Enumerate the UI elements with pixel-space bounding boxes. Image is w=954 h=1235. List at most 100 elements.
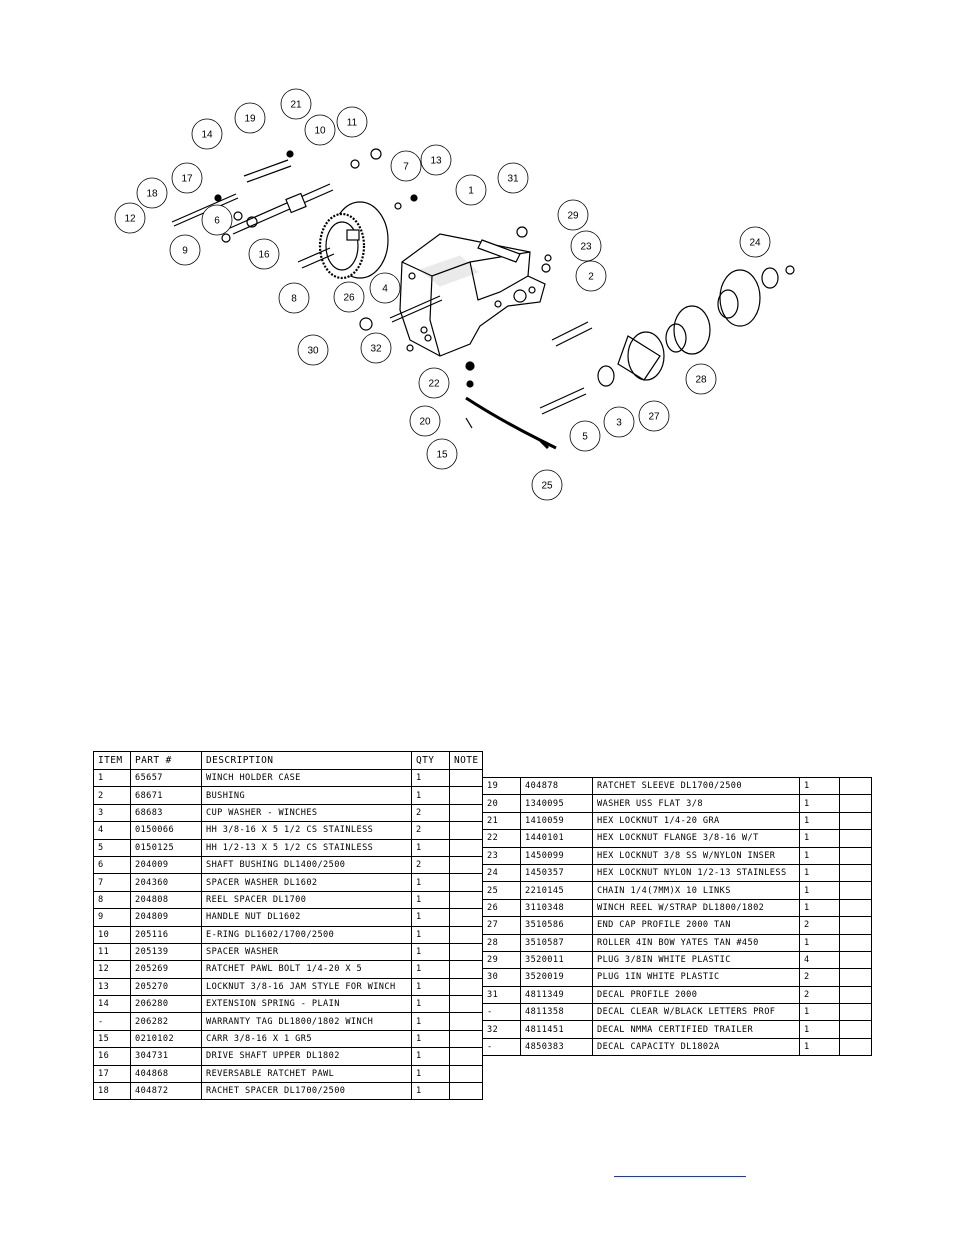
header-part-number: PART # <box>130 751 202 770</box>
cell-part-number: 404868 <box>130 1064 202 1084</box>
cell-part-number: 1450357 <box>520 863 593 883</box>
cell-note <box>839 898 872 918</box>
callout-label: 28 <box>695 375 707 386</box>
callout-label: 25 <box>541 481 553 492</box>
cell-note <box>839 1037 872 1057</box>
cell-part-number: 2210145 <box>520 881 593 900</box>
cell-item: 5 <box>93 838 131 857</box>
callout-circle <box>280 88 312 120</box>
cell-item: 28 <box>482 933 521 952</box>
cell-item: 30 <box>482 968 521 987</box>
cell-note <box>449 873 483 892</box>
callout-3: 3 <box>603 406 635 438</box>
header-item: ITEM <box>93 751 131 770</box>
cell-note <box>449 890 483 910</box>
callout-circle <box>638 400 670 432</box>
winch-drawing <box>171 148 795 450</box>
callout-circle <box>360 332 392 364</box>
cell-note <box>449 855 483 875</box>
cell-qty: 1 <box>411 1082 450 1101</box>
cell-note <box>449 1064 483 1084</box>
cell-note <box>449 995 483 1014</box>
cell-qty: 1 <box>799 881 840 900</box>
hyperlink-underline[interactable] <box>614 1176 746 1177</box>
cell-part-number: 1440101 <box>520 829 593 848</box>
callout-circle <box>169 234 201 266</box>
callout-15: 15 <box>426 438 458 470</box>
cell-item: 27 <box>482 916 521 935</box>
cell-part-number: 205269 <box>130 960 202 979</box>
cell-description: DECAL CAPACITY DL1802A <box>592 1037 800 1057</box>
cell-note <box>449 821 483 840</box>
cell-qty: 1 <box>799 898 840 918</box>
cell-qty: 1 <box>411 995 450 1014</box>
cell-qty: 1 <box>799 1003 840 1022</box>
cell-item: 23 <box>482 846 521 865</box>
cell-qty: 1 <box>799 1037 840 1057</box>
cell-part-number: 65657 <box>130 768 202 788</box>
cell-item: 10 <box>93 925 131 944</box>
callout-23: 23 <box>570 230 602 262</box>
callout-circle <box>531 469 563 501</box>
cell-item: 32 <box>482 1020 521 1039</box>
callout-label: 21 <box>290 100 302 111</box>
callout-21: 21 <box>280 88 312 120</box>
callout-label: 6 <box>214 216 220 227</box>
cell-qty: 1 <box>799 794 840 813</box>
cell-part-number: 3110348 <box>520 898 593 918</box>
cell-note <box>839 829 872 848</box>
callout-circle <box>369 272 401 304</box>
cell-description: PLUG 3/8IN WHITE PLASTIC <box>592 950 800 970</box>
callout-10: 10 <box>304 114 336 146</box>
callout-circle <box>234 102 266 134</box>
cell-qty: 1 <box>799 776 840 796</box>
cell-qty: 1 <box>799 1020 840 1039</box>
cell-qty: 1 <box>411 925 450 944</box>
callout-label: 17 <box>181 174 193 185</box>
callout-19: 19 <box>234 102 266 134</box>
cell-part-number: 4811349 <box>520 985 593 1005</box>
cell-item: 17 <box>93 1064 131 1084</box>
callout-17: 17 <box>171 162 203 194</box>
cell-part-number: 3520019 <box>520 968 593 987</box>
cell-description: RATCHET SLEEVE DL1700/2500 <box>592 776 800 796</box>
cell-qty: 1 <box>411 786 450 805</box>
cell-note <box>449 942 483 962</box>
cell-description: DECAL PROFILE 2000 <box>592 985 800 1005</box>
cell-part-number: 1450099 <box>520 846 593 865</box>
cell-description: EXTENSION SPRING - PLAIN <box>201 995 412 1014</box>
cell-item: 25 <box>482 881 521 900</box>
cell-item: - <box>482 1037 521 1057</box>
callout-25: 25 <box>531 469 563 501</box>
cell-note <box>449 1082 483 1101</box>
cell-part-number: 206280 <box>130 995 202 1014</box>
cell-note <box>449 838 483 857</box>
cell-qty: 1 <box>411 1064 450 1084</box>
callout-label: 7 <box>403 162 409 173</box>
cell-item: 15 <box>93 1029 131 1049</box>
cell-note <box>839 916 872 935</box>
callout-circle <box>455 174 487 206</box>
cell-item: 8 <box>93 890 131 910</box>
callout-label: 15 <box>436 450 448 461</box>
callout-12: 12 <box>114 202 146 234</box>
cell-part-number: 68671 <box>130 786 202 805</box>
callout-circle <box>390 150 422 182</box>
cell-qty: 1 <box>411 768 450 788</box>
cell-note <box>449 1029 483 1049</box>
callout-circle <box>685 363 717 395</box>
